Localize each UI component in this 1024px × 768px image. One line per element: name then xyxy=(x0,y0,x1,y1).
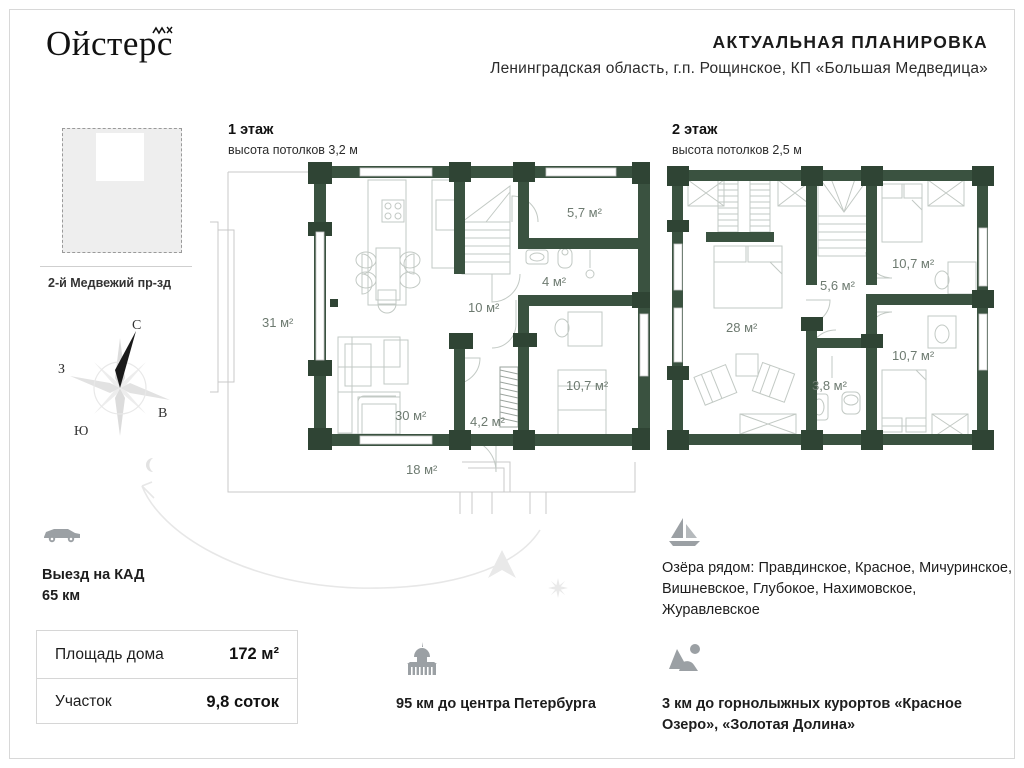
brand-logo: Ойстерс xyxy=(46,24,173,63)
floor-1-ceiling-height: высота потолков 3,2 м xyxy=(228,143,358,157)
site-plot xyxy=(62,128,182,253)
navigation-arrow-icon xyxy=(488,550,516,578)
curved-arrow-icon xyxy=(141,481,541,589)
room-5-7-label: 5,7 м² xyxy=(567,205,603,220)
compass-east-label: В xyxy=(158,406,168,421)
room-landing-5-6-label: 5,6 м² xyxy=(820,278,856,293)
compass-rose: С З В Ю xyxy=(58,318,188,448)
spec-key-house-area: Площадь дома xyxy=(55,645,164,663)
spec-value-plot-area: 9,8 соток xyxy=(206,692,279,711)
street-divider xyxy=(40,266,192,267)
floor-2-ceiling-height: высота потолков 2,5 м xyxy=(672,143,802,157)
spec-row-house-area: Площадь дома 172 м² xyxy=(37,631,297,678)
wave-mark-icon xyxy=(152,26,173,35)
compass-north-label: С xyxy=(132,318,142,333)
room-bedroom-10-7-label: 10,7 м² xyxy=(566,378,609,393)
room-bedroom-upper-10-7-label: 10,7 м² xyxy=(892,256,935,271)
kad-line-1: Выезд на КАД xyxy=(42,567,145,583)
room-bedroom-lower-10-7-label: 10,7 м² xyxy=(892,348,935,363)
kad-info-text: Выезд на КАД 65 км xyxy=(42,565,144,607)
sparkle-icon xyxy=(548,578,568,598)
floor-2-title: 2 этаж xyxy=(672,122,718,138)
room-bathroom-4-label: 4 м² xyxy=(542,274,567,289)
room-master-28-label: 28 м² xyxy=(726,320,758,335)
page-subtitle: Ленинградская область, г.п. Рощинское, К… xyxy=(490,60,988,77)
room-terrace-31-label: 31 м² xyxy=(262,315,294,330)
compass-south-label: Ю xyxy=(74,424,89,439)
kad-line-2: 65 км xyxy=(42,588,81,605)
room-terrace-18-label: 18 м² xyxy=(406,462,438,477)
spec-table: Площадь дома 172 м² Участок 9,8 соток xyxy=(36,630,298,724)
room-bathroom-3-8-label: 3,8 м² xyxy=(812,378,848,393)
ski-icon xyxy=(669,644,700,671)
street-label: 2-й Медвежий пр-зд xyxy=(48,276,172,290)
room-kitchen-living-30-label: 30 м² xyxy=(395,408,427,423)
page-title: АКТУАЛЬНАЯ ПЛАНИРОВКА xyxy=(712,32,988,52)
crescent-moon-icon xyxy=(146,458,153,472)
spec-key-plot-area: Участок xyxy=(55,693,112,710)
floor-1-title: 1 этаж xyxy=(228,122,274,138)
spec-row-plot-area: Участок 9,8 соток xyxy=(37,678,297,725)
sailboat-icon xyxy=(669,518,700,546)
floor-1-plan: 31 м² 30 м² 10 м² 5,7 м² 4 м² 10,7 м² 4,… xyxy=(210,162,650,514)
capitol-icon xyxy=(407,642,437,675)
room-hall-10-label: 10 м² xyxy=(468,300,500,315)
spb-info-text: 95 км до центра Петербурга xyxy=(396,696,596,712)
house-footprint xyxy=(96,133,144,181)
floor-2-plan: 28 м² 5,6 м² 10,7 м² 10,7 м² 3,8 м² xyxy=(660,162,1000,462)
lakes-info-text: Озёра рядом: Правдинское, Красное, Мичур… xyxy=(662,560,1012,619)
room-4-2-label: 4,2 м² xyxy=(470,414,506,429)
spec-value-house-area: 172 м² xyxy=(229,645,279,663)
compass-west-label: З xyxy=(58,362,66,377)
ski-info-text: 3 км до горнолыжных курортов «Красное Оз… xyxy=(662,696,962,734)
car-icon xyxy=(44,529,80,543)
